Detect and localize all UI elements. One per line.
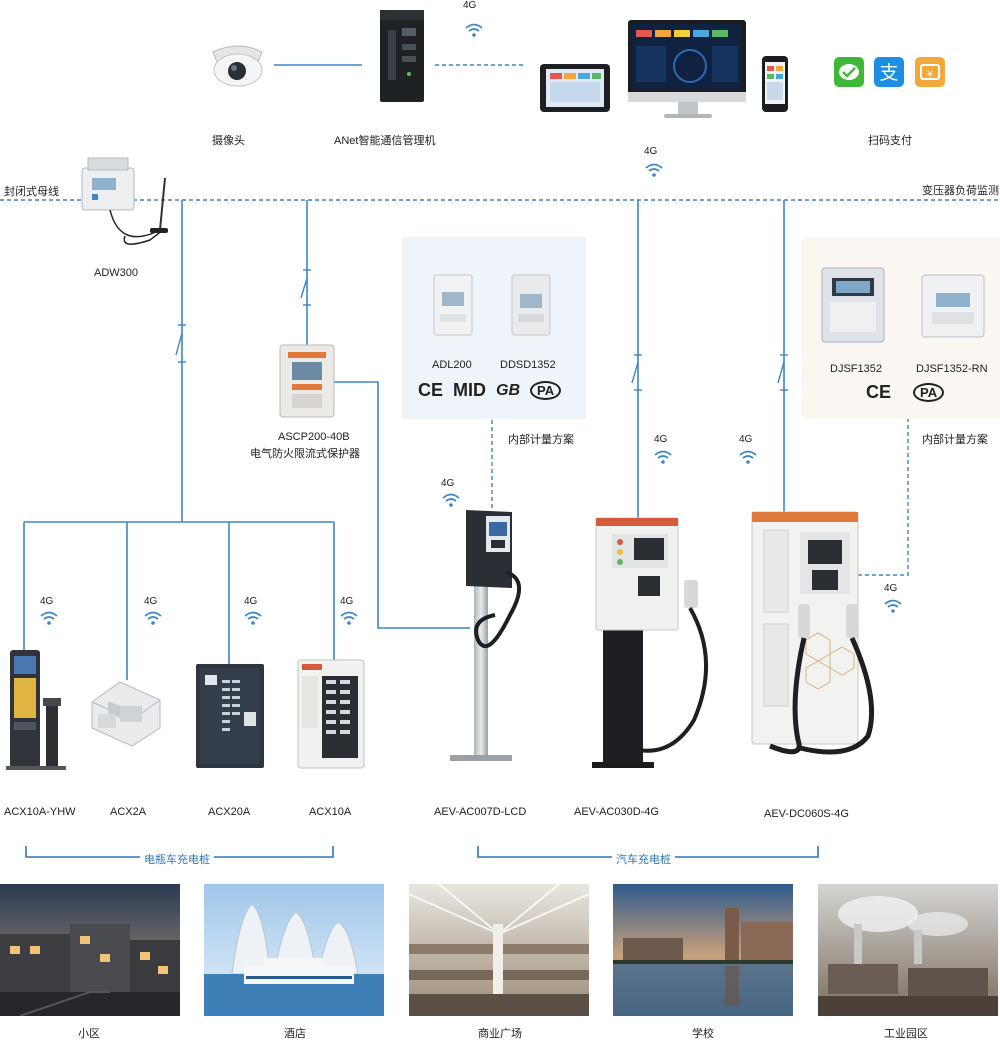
phone-device — [762, 56, 788, 112]
wifi-icon — [654, 450, 672, 464]
wifi-icon — [465, 23, 483, 37]
wifi-icon — [244, 611, 262, 625]
signal-4g-label: 4G — [644, 146, 658, 157]
adw300-device — [81, 157, 168, 245]
signal-4g-label: 4G — [340, 596, 354, 607]
pa-mark: PA — [913, 383, 945, 402]
signal-4g-label: 4G — [441, 478, 455, 489]
monitor-device — [628, 20, 746, 118]
adl200-label: ADL200 — [432, 359, 472, 371]
acx20a-label: ACX20A — [208, 806, 251, 818]
ddsd1352-label: DDSD1352 — [500, 359, 556, 371]
aev-dc060s-device — [751, 511, 875, 755]
signal-4g-label: 4G — [654, 434, 668, 445]
signal-4g-label: 4G — [884, 583, 898, 594]
scene-hotel-photo — [204, 884, 384, 1016]
scene-school-photo — [613, 884, 793, 1016]
scene-label-industrial: 工业园区 — [884, 1028, 928, 1040]
gateway-label: ANet智能通信管理机 — [334, 135, 436, 147]
adl200-device — [433, 274, 473, 336]
signal-4g-label: 4G — [244, 596, 258, 607]
breaker-ascp — [300, 269, 311, 306]
djsf1352-label: DJSF1352 — [830, 363, 882, 375]
acx20a-device — [196, 664, 264, 768]
pa-mark: PA — [530, 381, 562, 400]
wifi-icon — [40, 611, 58, 625]
acx10a-label: ACX10A — [309, 806, 352, 818]
wifi-icon — [739, 450, 757, 464]
gateway-device — [380, 10, 424, 102]
signal-4g-label: 4G — [463, 0, 477, 11]
wifi-icon — [645, 163, 663, 177]
scene-residential-photo — [0, 884, 180, 1016]
busbar-label: 封闭式母线 — [4, 186, 59, 198]
ascp-model-label: ASCP200-40B — [278, 431, 350, 443]
wechat-pay-icon — [834, 57, 864, 87]
signal-4g-label: 4G — [40, 596, 54, 607]
aev-ac007d-device — [450, 510, 521, 761]
alipay-icon: 支 — [874, 57, 904, 87]
acx10a-yhw-label: ACX10A-YHW — [4, 806, 76, 818]
signal-4g-label: 4G — [144, 596, 158, 607]
ebike-group-label: 电瓶车充电桩 — [140, 851, 214, 867]
transformer-monitor-label: 变压器负荷监测 — [922, 185, 999, 197]
acx10a-yhw-device — [6, 650, 66, 770]
svg-text:支: 支 — [879, 62, 898, 84]
aev-dc060s-label: AEV-DC060S-4G — [764, 808, 849, 820]
tablet-device — [540, 64, 610, 112]
ev-group-label: 汽车充电桩 — [612, 851, 675, 867]
djsf1352-device — [821, 267, 885, 343]
metering-right-caption: 内部计量方案 — [922, 434, 988, 446]
ascp200-device — [279, 344, 335, 418]
acx10a-device — [297, 659, 365, 769]
ddsd1352-device — [511, 274, 551, 336]
svg-text:¥: ¥ — [927, 70, 933, 80]
scene-label-residential: 小区 — [78, 1028, 100, 1040]
aev-ac030d-label: AEV-AC030D-4G — [574, 806, 659, 818]
mid-mark: MID — [453, 380, 487, 400]
metering-left-caption: 内部计量方案 — [508, 434, 574, 446]
wifi-icon — [884, 599, 902, 613]
cert-marks-right: CE PA — [866, 382, 945, 403]
ascp-desc-label: 电气防火限流式保护器 — [250, 448, 360, 460]
payment-label: 扫码支付 — [868, 135, 912, 147]
breaker-left — [175, 324, 186, 363]
scene-label-hotel: 酒店 — [284, 1028, 306, 1040]
scene-industrial-photo — [818, 884, 998, 1016]
wifi-icon — [144, 611, 162, 625]
gb-mark: GB — [496, 381, 521, 399]
aev-ac007d-label: AEV-AC007D-LCD — [434, 806, 527, 818]
ce-mark: CE — [866, 382, 892, 402]
djsf1352-rn-device — [921, 274, 985, 338]
adw300-label: ADW300 — [94, 267, 139, 279]
scene-mall-photo — [409, 884, 589, 1016]
ce-mark: CE — [418, 380, 444, 400]
djsf1352-rn-label: DJSF1352-RN — [916, 363, 988, 375]
unionpay-icon: ¥ — [915, 57, 945, 87]
scene-label-school: 学校 — [692, 1028, 714, 1040]
aev-ac030d-device — [592, 517, 709, 768]
signal-4g-label: 4G — [739, 434, 753, 445]
wifi-icon — [340, 611, 358, 625]
acx2a-label: ACX2A — [110, 806, 147, 818]
wifi-icon — [442, 493, 460, 507]
camera-label: 摄像头 — [212, 135, 245, 147]
camera-device — [212, 45, 263, 87]
acx2a-device — [91, 681, 161, 747]
scene-label-mall: 商业广场 — [478, 1028, 522, 1040]
cert-marks-left: CE MID GB PA — [418, 380, 562, 401]
